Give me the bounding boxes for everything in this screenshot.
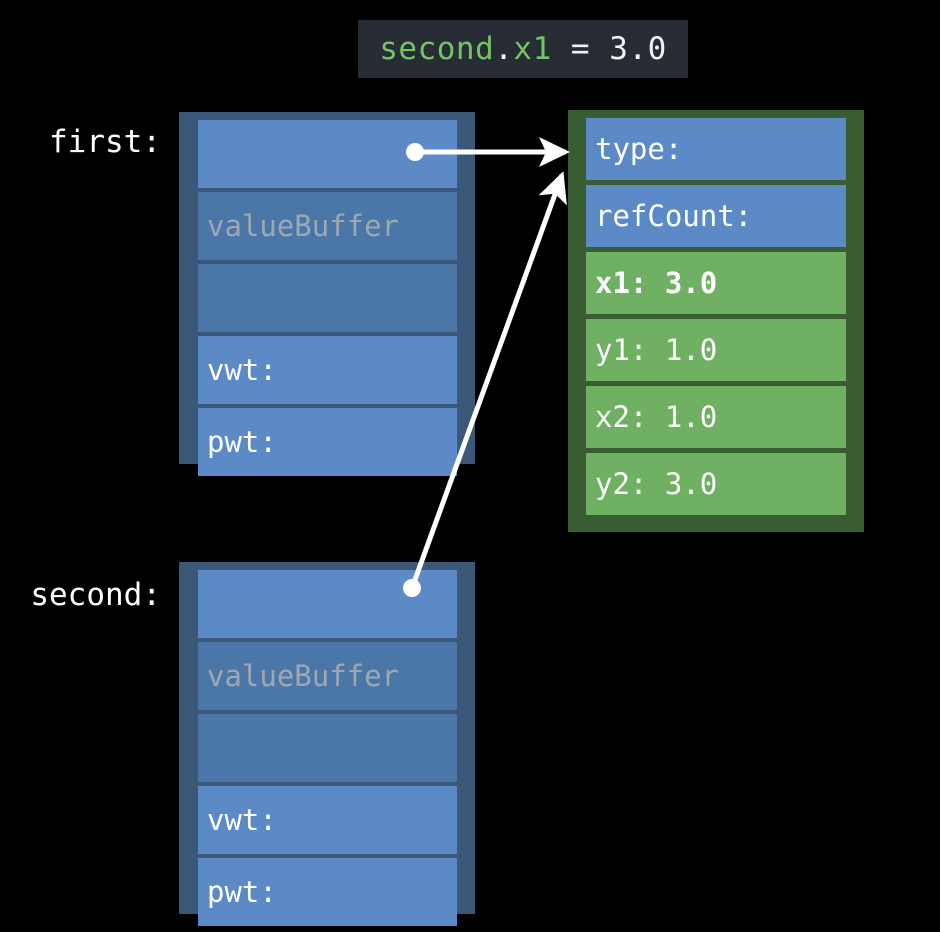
second-slot-vwt-label: vwt: (207, 802, 277, 837)
first-slot-vwt-label: vwt: (207, 352, 277, 387)
code-token-dot: . (494, 30, 514, 67)
variable-label-first: first: (49, 124, 161, 160)
first-slot-pwt-label: pwt: (207, 424, 277, 459)
second-slot-valuebuffer: valueBuffer (198, 642, 457, 710)
first-slot-buffer-pad (198, 264, 457, 332)
code-token-object: second (379, 30, 495, 67)
object-row-y2: y2: 3.0 (586, 453, 846, 515)
second-slot-buffer-pad (198, 714, 457, 782)
object-row-y2-label: y2: 3.0 (595, 466, 718, 501)
first-slot-vwt: vwt: (198, 336, 457, 404)
object-row-x2-label: x2: 1.0 (595, 399, 718, 434)
second-slot-valuebuffer-label: valueBuffer (207, 658, 400, 693)
variable-label-second: second: (30, 577, 161, 613)
first-slot-pointer (198, 120, 457, 188)
first-slot-valuebuffer: valueBuffer (198, 192, 457, 260)
object-row-type: type: (586, 118, 846, 180)
first-slot-pwt: pwt: (198, 408, 457, 476)
object-row-type-label: type: (595, 131, 683, 166)
second-slot-pwt-label: pwt: (207, 874, 277, 909)
first-slot-valuebuffer-label: valueBuffer (207, 208, 400, 243)
object-row-x1: x1: 3.0 (586, 252, 846, 314)
first-struct-box: valueBuffer vwt: pwt: (179, 112, 475, 476)
second-slot-pointer (198, 570, 457, 638)
second-slot-pwt: pwt: (198, 858, 457, 926)
object-row-y1: y1: 1.0 (586, 319, 846, 381)
code-statement-text: second.x1 = 3.0 (379, 30, 667, 67)
heap-object-box: type: refCount: x1: 3.0 y1: 1.0 x2: 1.0 … (568, 110, 864, 532)
object-row-x2: x2: 1.0 (586, 386, 846, 448)
second-slot-vwt: vwt: (198, 786, 457, 854)
second-struct-box: valueBuffer vwt: pwt: (179, 562, 475, 926)
object-row-y1-label: y1: 1.0 (595, 332, 718, 367)
object-row-refcount: refCount: (586, 185, 846, 247)
code-statement-banner: second.x1 = 3.0 (358, 20, 688, 78)
code-token-assignment: = 3.0 (551, 30, 667, 67)
code-token-property: x1 (513, 30, 552, 67)
object-row-x1-label: x1: 3.0 (595, 265, 718, 300)
object-row-refcount-label: refCount: (595, 198, 753, 233)
